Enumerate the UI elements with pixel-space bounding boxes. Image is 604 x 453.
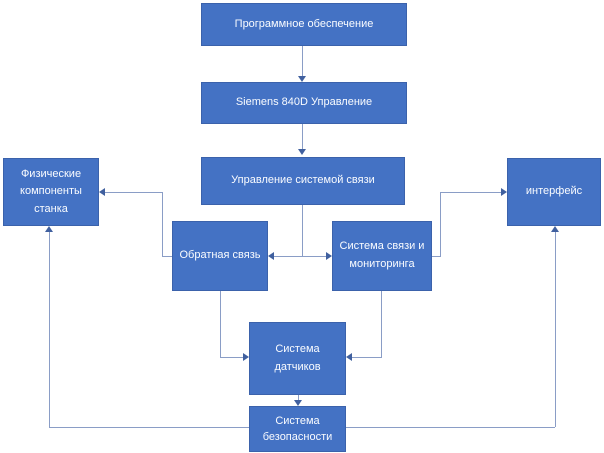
- node-safety-system: Система безопасности: [249, 406, 346, 452]
- connector-monitoring-interface-segment: [440, 192, 441, 257]
- node-physical-machine-components: Физические компоненты станка: [3, 158, 99, 226]
- connector-feedback-sensors-segment: [220, 291, 221, 358]
- connector-monitoring-sensors-segment: [381, 291, 382, 358]
- node-software-label: Программное обеспечение: [234, 17, 374, 30]
- connector-feedback-physical-segment: [162, 256, 172, 257]
- connector-feedback-physical-segment: [105, 192, 163, 193]
- node-interface: интерфейс: [507, 158, 601, 226]
- node-feedback: Обратная связь: [172, 221, 268, 291]
- node-software: Программное обеспечение: [201, 3, 407, 46]
- connector-control-branch: [274, 256, 326, 257]
- arrowhead-down-icon: [298, 76, 306, 82]
- arrowhead-left-icon: [346, 353, 352, 361]
- node-sensor-system-label: Система датчиков: [274, 342, 321, 373]
- node-communication-system-control-label: Управление системой связи: [231, 174, 375, 187]
- node-feedback-label: Обратная связь: [179, 249, 261, 262]
- node-siemens-840d-control: Siemens 840D Управление: [201, 82, 407, 124]
- connector-feedback-physical-segment: [162, 192, 163, 257]
- arrowhead-right-icon: [326, 252, 332, 260]
- node-physical-machine-components-label: Физические компоненты станка: [20, 167, 82, 215]
- node-interface-label: интерфейс: [525, 185, 583, 198]
- connector-siemens-control: [302, 124, 303, 149]
- connector-control-stem: [302, 205, 303, 256]
- arrowhead-right-icon: [243, 353, 249, 361]
- connector-monitoring-interface-segment: [432, 256, 441, 257]
- node-communication-system-control: Управление системой связи: [201, 157, 405, 205]
- connector-safety-interface-segment: [555, 232, 556, 427]
- node-siemens-840d-control-label: Siemens 840D Управление: [235, 96, 373, 109]
- arrowhead-left-icon: [99, 188, 105, 196]
- node-communication-monitoring-system-label: Система связи и мониторинга: [339, 240, 425, 270]
- connector-monitoring-interface-segment: [440, 192, 501, 193]
- arrowhead-down-icon: [298, 149, 306, 155]
- connector-software-siemens: [302, 46, 303, 76]
- connector-sensors-safety: [298, 395, 299, 400]
- arrowhead-left-icon: [268, 252, 274, 260]
- connector-monitoring-sensors-segment: [352, 357, 382, 358]
- arrowhead-up-icon: [45, 226, 53, 232]
- arrowhead-up-icon: [551, 226, 559, 232]
- connector-safety-physical-segment: [49, 232, 50, 427]
- arrowhead-down-icon: [294, 400, 302, 406]
- arrowhead-right-icon: [501, 188, 507, 196]
- node-communication-monitoring-system: Система связи и мониторинга: [332, 221, 432, 291]
- connector-feedback-sensors-segment: [220, 357, 243, 358]
- node-sensor-system: Система датчиков: [249, 322, 346, 395]
- node-safety-system-label: Система безопасности: [262, 414, 333, 444]
